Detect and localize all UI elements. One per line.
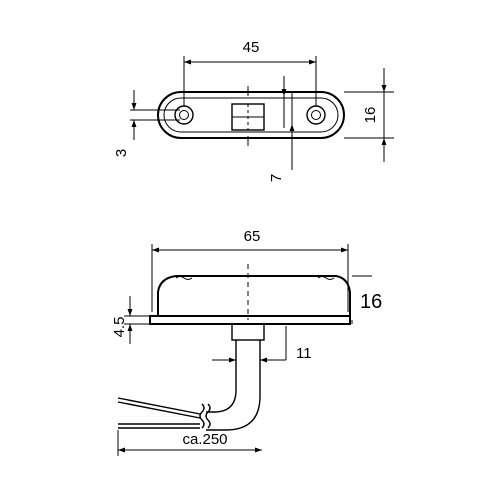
lamp-dome-outline [157,275,351,316]
right-mounting-hole-inner [311,110,321,120]
dim-label-65: 65 [244,228,261,245]
left-mounting-hole-inner [179,110,189,120]
base-plate [149,315,351,325]
dim-label-16-top: 16 [362,107,379,124]
dim-label-45: 45 [243,39,260,56]
dim-label-4-5: 4.5 [111,317,128,338]
dim-label-3: 3 [113,149,130,157]
left-mounting-hole-outer [174,105,194,125]
dim-label-7: 7 [268,174,285,182]
cable-grommet [231,323,265,341]
top-view: 45 16 3 7 [113,39,394,182]
side-view: 65 16 4.5 11 ca.250 [111,228,382,456]
cable-outline-inner [206,340,261,431]
dim-label-11: 11 [296,345,312,362]
cable-outline-outer [206,340,237,413]
lamp-body-top-inner [163,97,339,133]
dim-label-16-side: 16 [360,291,382,313]
lamp-body-top-outline [157,91,345,139]
wire-upper [117,397,201,415]
right-mounting-hole-outer [306,105,326,125]
dim-label-ca-250: ca.250 [182,431,227,448]
